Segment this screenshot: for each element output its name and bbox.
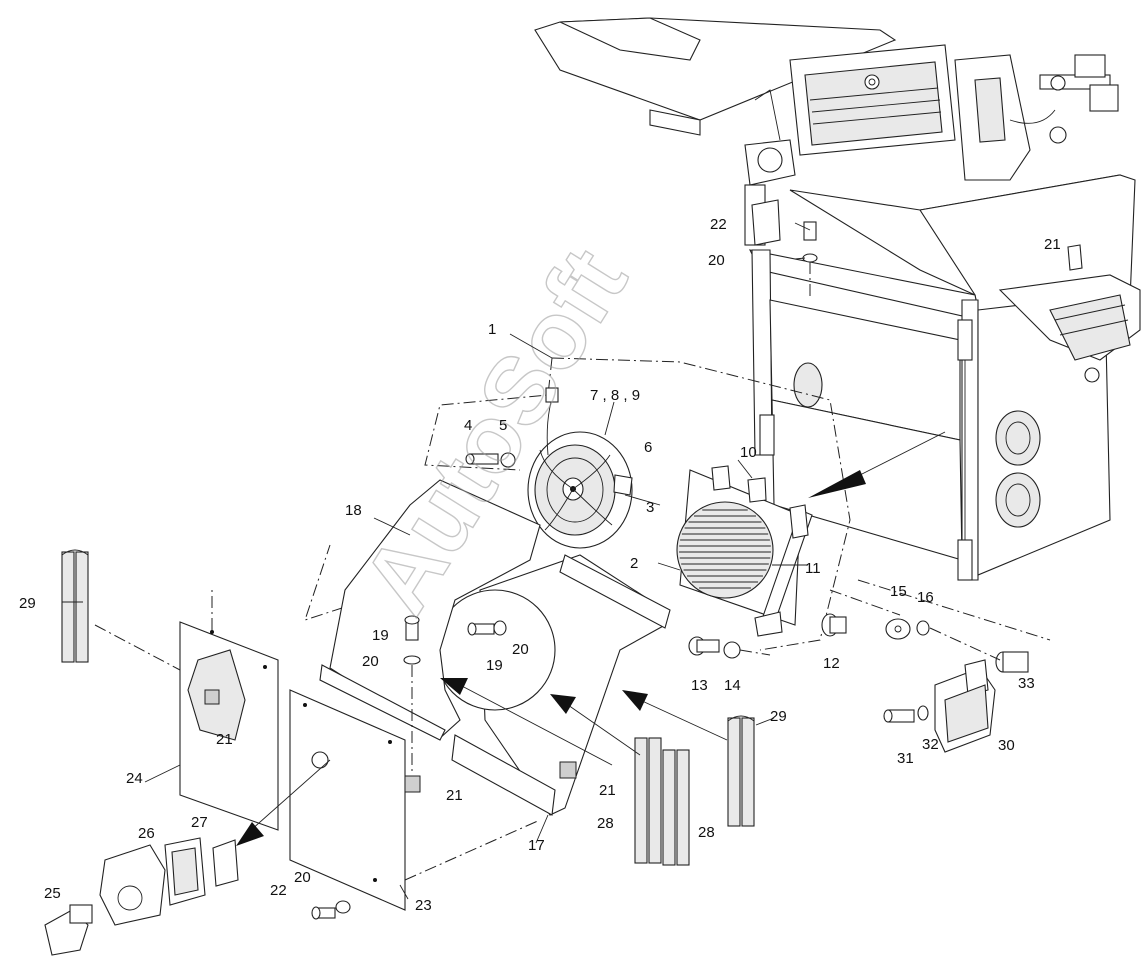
callout-22-bottom: 22	[270, 882, 287, 899]
seal-29-right	[727, 715, 755, 827]
callout-28-left: 28	[597, 815, 614, 832]
callout-6: 6	[644, 439, 652, 456]
fan-assembly-outline	[304, 357, 851, 651]
callout-2: 2	[630, 555, 638, 572]
radiator-grille	[676, 465, 813, 637]
callout-17: 17	[528, 837, 545, 854]
callout-26: 26	[138, 825, 155, 842]
callout-32: 32	[922, 736, 939, 753]
callout-14: 14	[724, 677, 741, 694]
callout-19-upper: 19	[486, 657, 503, 674]
callout-20-bottom: 20	[294, 869, 311, 886]
callout-20-upper: 20	[512, 641, 529, 658]
relay-assembly	[883, 651, 1029, 753]
callout-23: 23	[415, 897, 432, 914]
callout-25: 25	[44, 885, 61, 902]
selector-switch	[44, 837, 239, 956]
callout-21-plate: 21	[216, 731, 233, 748]
callout-3: 3	[646, 499, 654, 516]
arm-mechanism	[954, 54, 1119, 181]
callout-12: 12	[823, 655, 840, 672]
small-hardware	[311, 221, 818, 920]
seal-29-left	[61, 549, 89, 663]
callout-31: 31	[897, 750, 914, 767]
callout-19-center: 19	[372, 627, 389, 644]
callout-18: 18	[345, 502, 362, 519]
callout-20-center: 20	[362, 653, 379, 670]
hardware-12-16	[688, 613, 930, 659]
callout-4: 4	[464, 417, 472, 434]
callout-30: 30	[998, 737, 1015, 754]
side-holes	[793, 362, 1041, 528]
machine-body	[534, 17, 1141, 581]
callout-1: 1	[488, 321, 496, 338]
callout-7-8-9: 7 , 8 , 9	[590, 387, 640, 404]
callout-15: 15	[890, 583, 907, 600]
callout-20-top: 20	[708, 252, 725, 269]
callout-24: 24	[126, 770, 143, 787]
seal-strips	[61, 549, 755, 866]
callout-10: 10	[740, 444, 757, 461]
bracket-panel-17	[434, 554, 671, 816]
callout-16: 16	[917, 589, 934, 606]
cover-plate-24	[179, 621, 279, 831]
alignment-lines	[94, 262, 1051, 881]
fan-motor	[527, 387, 633, 549]
callout-33: 33	[1018, 675, 1035, 692]
callout-5: 5	[499, 417, 507, 434]
callouts: 1 2 3 4 5 6 7 , 8 , 9 10 11 12 13 14 15 …	[19, 216, 1061, 914]
callout-21-center: 21	[446, 787, 463, 804]
callout-29-left: 29	[19, 595, 36, 612]
callout-28-right: 28	[698, 824, 715, 841]
callout-leaders	[62, 222, 811, 900]
insertion-arrows	[236, 431, 946, 846]
callout-29-right: 29	[770, 708, 787, 725]
display-panel	[789, 44, 956, 156]
callout-27: 27	[191, 814, 208, 831]
callout-22-top: 22	[710, 216, 727, 233]
seal-28-pair	[634, 737, 690, 866]
bracket-panel-18	[319, 479, 541, 741]
callout-21-right: 21	[599, 782, 616, 799]
callout-21-top: 21	[1044, 236, 1061, 253]
cover-plate-23	[289, 689, 406, 911]
screw-31	[883, 709, 915, 723]
callout-11: 11	[805, 560, 821, 577]
callout-13: 13	[691, 677, 708, 694]
